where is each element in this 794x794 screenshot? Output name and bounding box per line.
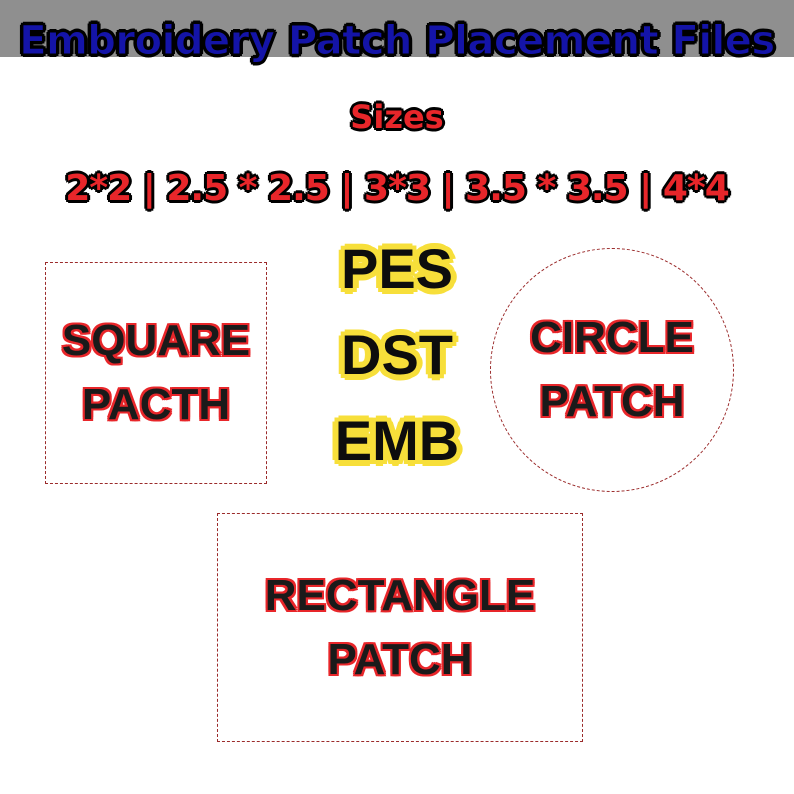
square-patch-label-line2: PACTH bbox=[81, 380, 231, 429]
rectangle-patch-outline: RECTANGLE PATCH bbox=[217, 513, 583, 742]
square-patch-label-line1: SQUARE bbox=[61, 316, 251, 365]
circle-patch-label-line1: CIRCLE bbox=[530, 313, 694, 362]
format-pes: PES bbox=[340, 237, 454, 300]
sizes-label: Sizes bbox=[350, 98, 444, 136]
format-dst: DST bbox=[341, 323, 453, 386]
sizes-list: 2*2 | 2.5 * 2.5 | 3*3 | 3.5 * 3.5 | 4*4 bbox=[65, 168, 730, 209]
top-bar bbox=[0, 0, 794, 57]
circle-patch-outline: CIRCLE PATCH bbox=[490, 248, 734, 492]
rectangle-patch-label-line2: PATCH bbox=[327, 634, 473, 684]
circle-patch-label-line2: PATCH bbox=[539, 377, 685, 426]
rectangle-patch-label-line1: RECTANGLE bbox=[264, 570, 536, 620]
square-patch-outline: SQUARE PACTH bbox=[45, 262, 267, 484]
format-emb: EMB bbox=[334, 409, 460, 472]
file-formats-list: PES DST EMB bbox=[316, 226, 478, 484]
page-title: Embroidery Patch Placement Files bbox=[19, 18, 776, 65]
